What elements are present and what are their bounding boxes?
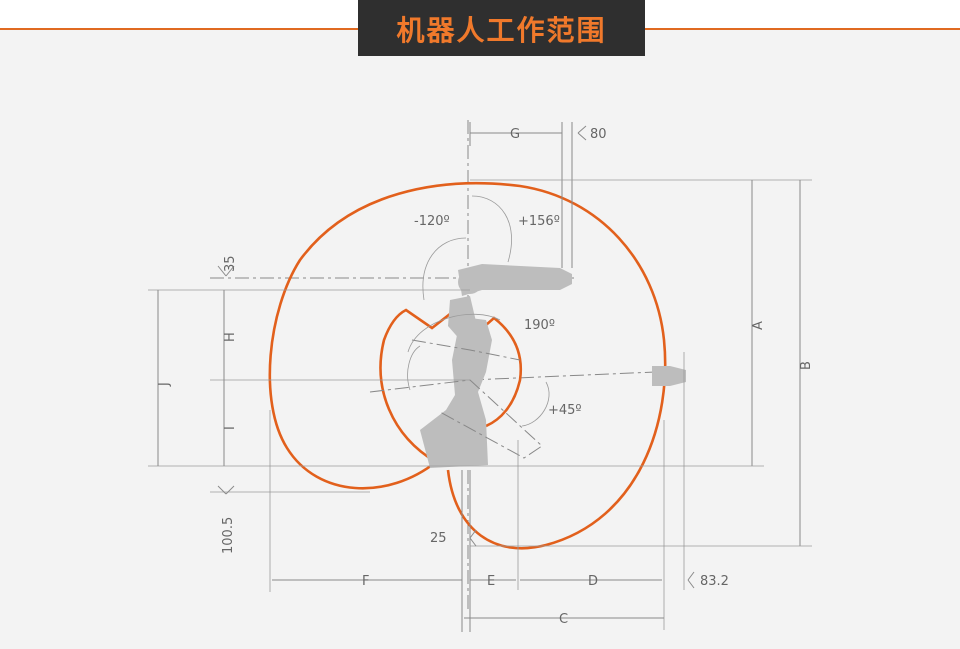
arc-190 [407,313,501,353]
label-35: 35 [223,255,238,272]
forearm-axis [469,371,656,381]
label-b: B [799,361,814,370]
arc-neg120 [422,237,467,301]
header-rule-right [644,28,960,30]
angle-label-190: 190º [524,318,555,333]
angle-label-pos156: +156º [518,214,560,229]
angle-label-neg120: -120º [414,214,450,229]
inner-envelope-outline [379,308,523,464]
label-d: D [588,574,598,589]
label-h: H [223,332,238,342]
label-25: 25 [430,531,447,546]
arm-position-mid [411,339,521,361]
label-c: C [559,612,568,627]
label-f: F [362,574,369,589]
page-title: 机器人工作范围 [358,0,645,56]
arc-pos156 [471,195,512,263]
arc-lower [407,345,421,391]
label-j: J [157,382,172,387]
arm-position-lower [369,379,543,459]
label-80: 80 [590,127,607,142]
label-83-2: 83.2 [700,574,729,589]
label-100-5: 100.5 [221,517,236,554]
label-a: A [751,321,766,330]
work-envelope-outline [268,181,667,550]
robot-silhouette [420,264,686,468]
angle-label-pos45: +45º [548,403,582,418]
label-g: G [510,127,520,142]
label-i: I [223,426,238,430]
header-rule-left [0,28,360,30]
label-e: E [487,574,495,589]
arc-pos45 [521,381,550,427]
